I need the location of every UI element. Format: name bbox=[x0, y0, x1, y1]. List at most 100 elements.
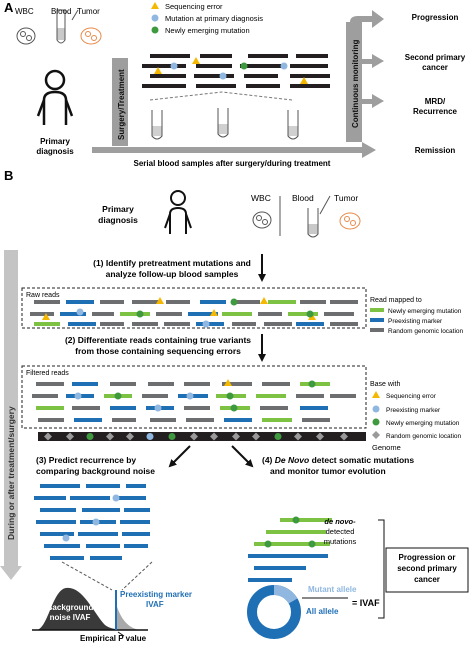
variant-dot bbox=[112, 494, 120, 502]
background-noise-2: noise IVAF bbox=[50, 613, 91, 622]
filtered-read bbox=[224, 418, 252, 422]
bracket bbox=[378, 519, 385, 619]
raw-read bbox=[200, 300, 226, 304]
legend-seq-error-label: Sequencing error bbox=[165, 2, 223, 11]
read-a bbox=[200, 54, 232, 58]
base-with: Base with bbox=[370, 381, 400, 388]
de-novo-read bbox=[254, 542, 302, 546]
filtered-read bbox=[74, 418, 102, 422]
raw-read bbox=[268, 300, 296, 304]
variant-dot bbox=[154, 404, 162, 412]
preexisting-ivaf-2: IVAF bbox=[146, 600, 164, 609]
sample-divider bbox=[71, 9, 79, 21]
sequencing-error-mark bbox=[154, 67, 162, 74]
background-read bbox=[86, 544, 120, 548]
background-read bbox=[120, 520, 150, 524]
read-a bbox=[240, 64, 284, 68]
sequencing-error-mark bbox=[42, 313, 50, 320]
blood-tubes-a bbox=[151, 108, 299, 140]
de-novo-read bbox=[248, 578, 292, 582]
primary-diagnosis-b-1: Primary bbox=[102, 204, 134, 214]
de-novo-reads bbox=[248, 516, 332, 582]
tumor-icon-b bbox=[339, 212, 361, 230]
filtered-read bbox=[142, 394, 168, 398]
empirical-p-label: Empirical P value bbox=[80, 634, 147, 643]
filtered-read bbox=[36, 406, 64, 410]
filtered-read bbox=[256, 394, 286, 398]
variant-dot bbox=[230, 404, 238, 412]
raw-read bbox=[324, 312, 354, 316]
legend2-random-marker bbox=[372, 431, 380, 439]
background-read bbox=[86, 484, 120, 488]
read-a bbox=[296, 54, 328, 58]
side-arrow-label: During or after treatment/surgery bbox=[6, 406, 16, 540]
raw-read bbox=[120, 312, 150, 316]
raw-read bbox=[132, 322, 158, 326]
ivaf-donut bbox=[247, 585, 301, 639]
variant-dot bbox=[170, 62, 178, 70]
step3-line1: (3) Predict recurrence by bbox=[36, 455, 136, 465]
legend1-newly-swatch bbox=[370, 308, 384, 312]
variant-dot bbox=[306, 310, 314, 318]
de-novo-2: detected bbox=[326, 527, 355, 536]
filtered-read bbox=[262, 382, 290, 386]
raw-read bbox=[232, 322, 256, 326]
wbc-icon bbox=[16, 27, 36, 45]
step2-line1: (2) Differentiate reads containing true … bbox=[65, 335, 251, 345]
legend1-random: Random genomic location bbox=[388, 328, 464, 335]
variant-dot bbox=[76, 308, 84, 316]
filtered-read bbox=[300, 406, 328, 410]
raw-read bbox=[234, 300, 260, 304]
blood-label-b: Blood bbox=[292, 193, 314, 203]
raw-read bbox=[100, 300, 124, 304]
primary-diagnosis-a-1: Primary bbox=[40, 137, 70, 146]
variant-dot bbox=[308, 540, 316, 548]
raw-read bbox=[222, 312, 252, 316]
raw-read bbox=[166, 300, 190, 304]
genome-location-mark bbox=[126, 432, 134, 441]
genome-location-mark bbox=[210, 432, 218, 441]
filtered-reads bbox=[32, 379, 356, 422]
raw-read bbox=[100, 322, 124, 326]
filtered-read bbox=[150, 418, 176, 422]
genome-variant-mark bbox=[168, 433, 176, 440]
outcome-second-primary-1: Second primary bbox=[405, 53, 466, 62]
variant-dot bbox=[62, 534, 70, 542]
genome-bar bbox=[38, 432, 366, 441]
blood-label: Blood bbox=[51, 7, 71, 16]
variant-dot bbox=[74, 392, 82, 400]
legend-seq-error-marker bbox=[151, 2, 159, 9]
step2-line2: from those containing sequencing errors bbox=[75, 346, 241, 356]
raw-read bbox=[188, 312, 218, 316]
legend1-preexisting-swatch bbox=[370, 318, 384, 322]
wbc-icon-b bbox=[252, 211, 272, 229]
ivaf-equals: = IVAF bbox=[352, 598, 380, 608]
serial-samples-label: Serial blood samples after surgery/durin… bbox=[134, 159, 331, 168]
genome-variant-mark bbox=[146, 433, 154, 440]
raw-read bbox=[300, 300, 326, 304]
primary-diagnosis-a-2: diagnosis bbox=[36, 147, 74, 156]
raw-read bbox=[66, 300, 94, 304]
mutant-allele-label: Mutant allele bbox=[308, 585, 357, 594]
background-read bbox=[124, 544, 148, 548]
background-read bbox=[122, 532, 150, 536]
legend2-newly: Newly emerging mutation bbox=[386, 420, 460, 427]
raw-reads bbox=[30, 297, 358, 328]
filtered-read bbox=[36, 382, 64, 386]
progression-box-3: cancer bbox=[414, 575, 440, 584]
progression-box-2: second primary bbox=[397, 564, 457, 573]
background-read bbox=[90, 556, 122, 560]
variant-dot bbox=[202, 320, 210, 328]
primary-diagnosis-b-2: diagnosis bbox=[98, 215, 138, 225]
genome-location-mark bbox=[340, 432, 348, 441]
filtered-read bbox=[296, 394, 324, 398]
de-novo-read bbox=[248, 554, 304, 558]
blood-tube-icon bbox=[56, 9, 66, 44]
legend1-newly: Newly emerging mutation bbox=[388, 308, 462, 315]
background-read bbox=[36, 520, 76, 524]
variant-dot bbox=[114, 392, 122, 400]
genome-location-mark bbox=[44, 432, 52, 441]
background-read bbox=[40, 508, 76, 512]
filtered-read bbox=[32, 394, 58, 398]
background-read bbox=[70, 496, 110, 500]
